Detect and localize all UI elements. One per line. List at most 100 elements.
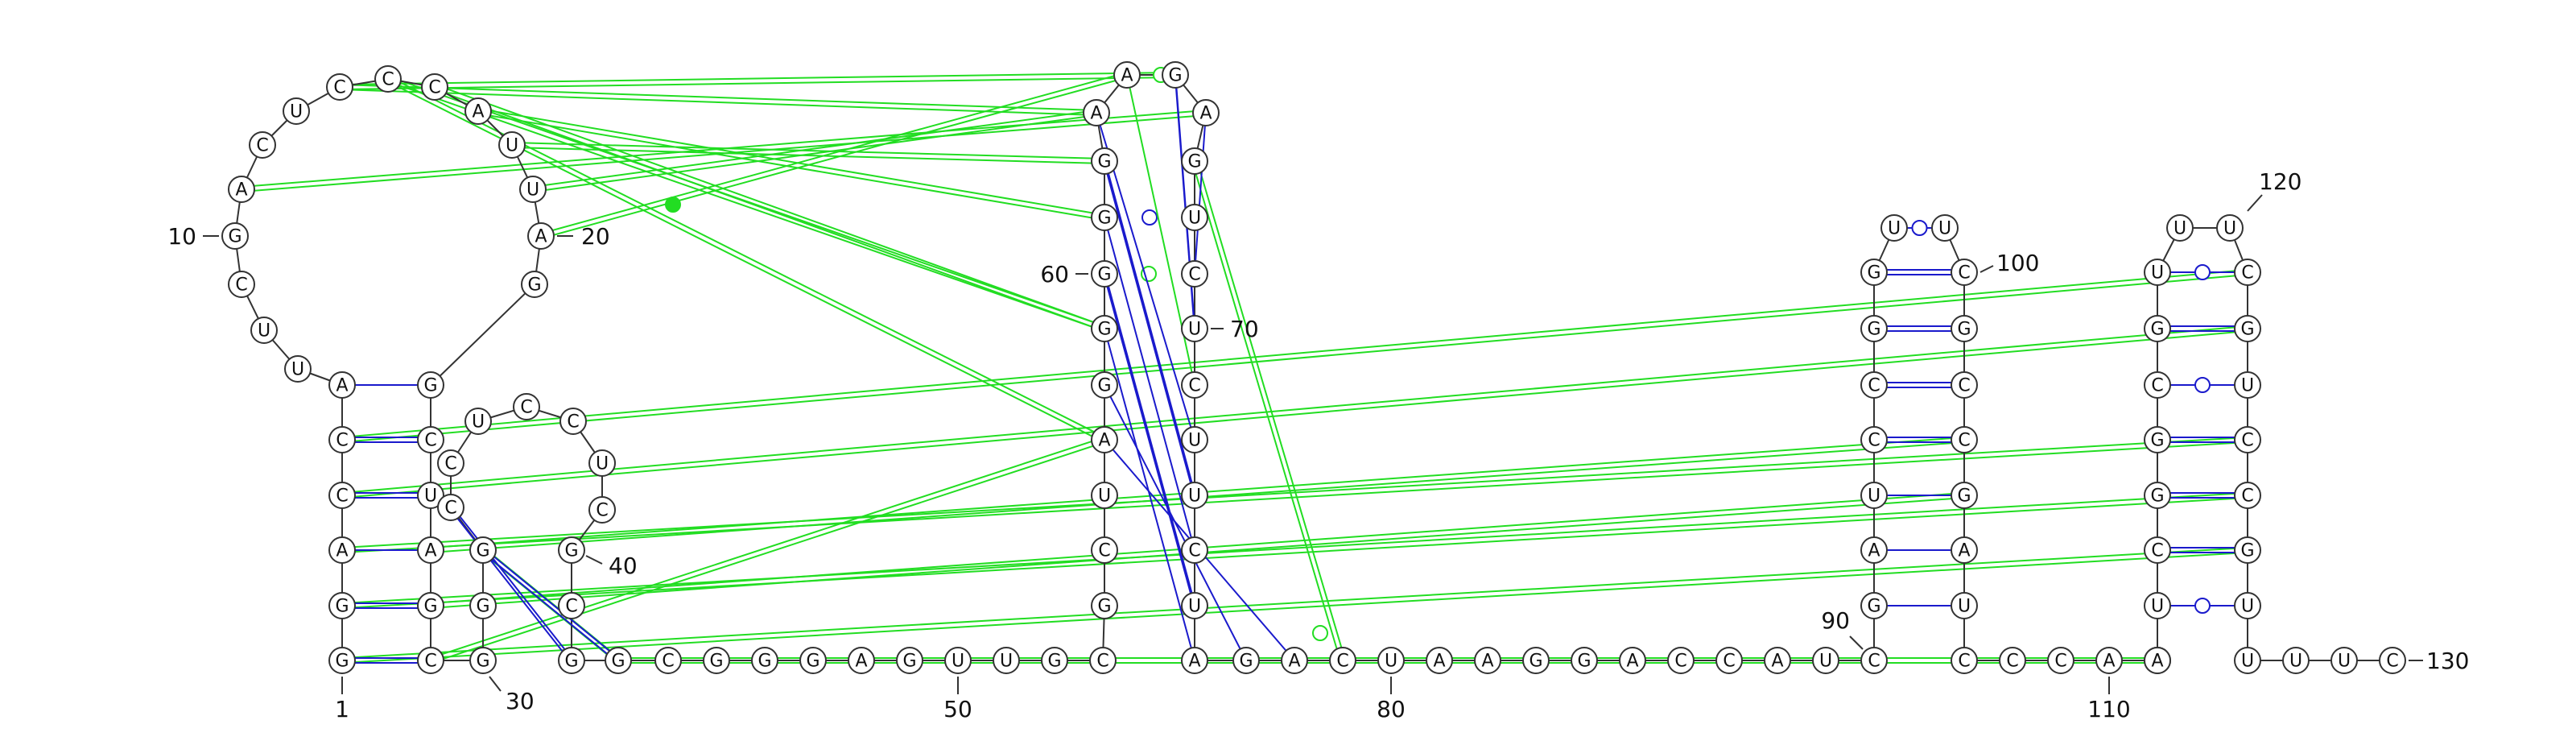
nucleotide-base: G (709, 652, 723, 672)
nucleotide-base: A (2103, 652, 2115, 672)
tertiary-marker (1312, 625, 1328, 641)
nucleotide: C (421, 73, 448, 101)
nucleotide-base: U (1868, 486, 1880, 507)
nucleotide: U (2216, 214, 2244, 242)
tertiary-interaction-line (341, 269, 2248, 439)
nucleotide: G (521, 271, 548, 298)
nucleotide: G (417, 371, 444, 399)
nucleotide-base: A (1771, 652, 1783, 672)
nucleotide: U (993, 647, 1020, 674)
tertiary-interaction-line (342, 273, 2248, 443)
nucleotide-base: U (2241, 376, 2254, 396)
nucleotide: C (558, 592, 585, 619)
nucleotide-base: A (336, 541, 348, 561)
nucleotide: C (437, 449, 464, 477)
base-pair-line (482, 547, 619, 659)
tertiary-interaction-line (511, 146, 1104, 164)
nucleotide: G (1091, 592, 1118, 619)
position-tick (489, 676, 502, 692)
tertiary-interaction-line (512, 142, 1105, 160)
nucleotide-base: G (1097, 376, 1111, 396)
nucleotide: A (1192, 99, 1220, 126)
base-pair-line (1104, 163, 1195, 499)
nucleotide-base: U (1188, 597, 1201, 617)
nucleotide-base: C (565, 597, 577, 617)
nucleotide: A (417, 536, 444, 564)
nucleotide: A (1083, 99, 1110, 126)
nucleotide-base: G (335, 597, 349, 617)
nucleotide: C (328, 482, 356, 509)
nucleotide: U (1181, 482, 1208, 509)
nucleotide: U (284, 355, 312, 383)
wobble-pair-marker (1911, 220, 1928, 236)
nucleotide-base: G (806, 652, 819, 672)
nucleotide-base: U (258, 321, 270, 342)
nucleotide: G (703, 647, 730, 674)
nucleotide-base: C (520, 398, 532, 418)
nucleotide-base: C (336, 486, 348, 507)
nucleotide-base: U (290, 102, 303, 122)
nucleotide: G (2144, 426, 2171, 453)
nucleotide: U (464, 408, 492, 435)
nucleotide: C (1181, 260, 1208, 288)
nucleotide: G (2234, 536, 2261, 564)
nucleotide-base: C (1674, 652, 1686, 672)
base-pair-layer (342, 67, 2248, 664)
nucleotide-base: U (1888, 219, 1901, 239)
nucleotide: C (2234, 426, 2261, 453)
nucleotide-base: U (1958, 597, 1971, 617)
nucleotide: A (328, 371, 356, 399)
nucleotide-base: U (2223, 219, 2236, 239)
nucleotide: G (1091, 260, 1118, 288)
nucleotide: A (848, 647, 875, 674)
nucleotide-base: A (1098, 431, 1110, 451)
tertiary-interaction-line (532, 110, 1096, 188)
nucleotide-base: A (235, 180, 247, 201)
wobble-pair-marker (2194, 377, 2211, 393)
nucleotide: C (588, 496, 616, 524)
nucleotide-base: A (1481, 652, 1493, 672)
nucleotide: C (1091, 536, 1118, 564)
tertiary-interaction-line (533, 114, 1097, 192)
nucleotide-base: G (1097, 320, 1111, 340)
tertiary-interaction-line (342, 496, 2248, 609)
nucleotide: G (2144, 315, 2171, 342)
position-tick (1849, 635, 1864, 650)
nucleotide-base: U (1819, 652, 1832, 672)
nucleotide: U (2144, 259, 2171, 286)
nucleotide: G (328, 592, 356, 619)
nucleotide-base: U (526, 180, 539, 201)
nucleotide-base: A (1188, 652, 1200, 672)
nucleotide-base: U (472, 412, 485, 433)
position-label: 80 (1377, 696, 1406, 722)
tertiary-interaction-line (339, 72, 1175, 86)
nucleotide-base: G (1529, 652, 1542, 672)
nucleotide-base: U (2241, 652, 2254, 672)
nucleotide-base: G (527, 275, 541, 296)
nucleotide-base: C (235, 275, 247, 296)
nucleotide-base: C (1188, 541, 1200, 561)
nucleotide-base: C (256, 136, 268, 156)
nucleotide-base: C (2054, 652, 2066, 672)
nucleotide: G (1860, 315, 1888, 342)
base-pair-line (1104, 328, 1195, 661)
base-pair-line (1104, 271, 1195, 604)
nucleotide-base: C (2241, 431, 2253, 451)
nucleotide: U (1880, 214, 1908, 242)
nucleotide: A (527, 222, 555, 250)
nucleotide-base: C (1098, 541, 1110, 561)
nucleotide: U (2234, 371, 2261, 399)
nucleotide-base: U (1000, 652, 1013, 672)
nucleotide-base: C (1958, 431, 1970, 451)
nucleotide: A (2095, 647, 2123, 674)
nucleotide: C (1951, 426, 1978, 453)
nucleotide-base: G (1168, 66, 1182, 86)
nucleotide: A (228, 176, 255, 203)
nucleotide: C (1089, 647, 1117, 674)
nucleotide-base: U (2174, 219, 2186, 239)
nucleotide-base: C (1868, 431, 1880, 451)
tertiary-interaction-line (241, 110, 1206, 188)
